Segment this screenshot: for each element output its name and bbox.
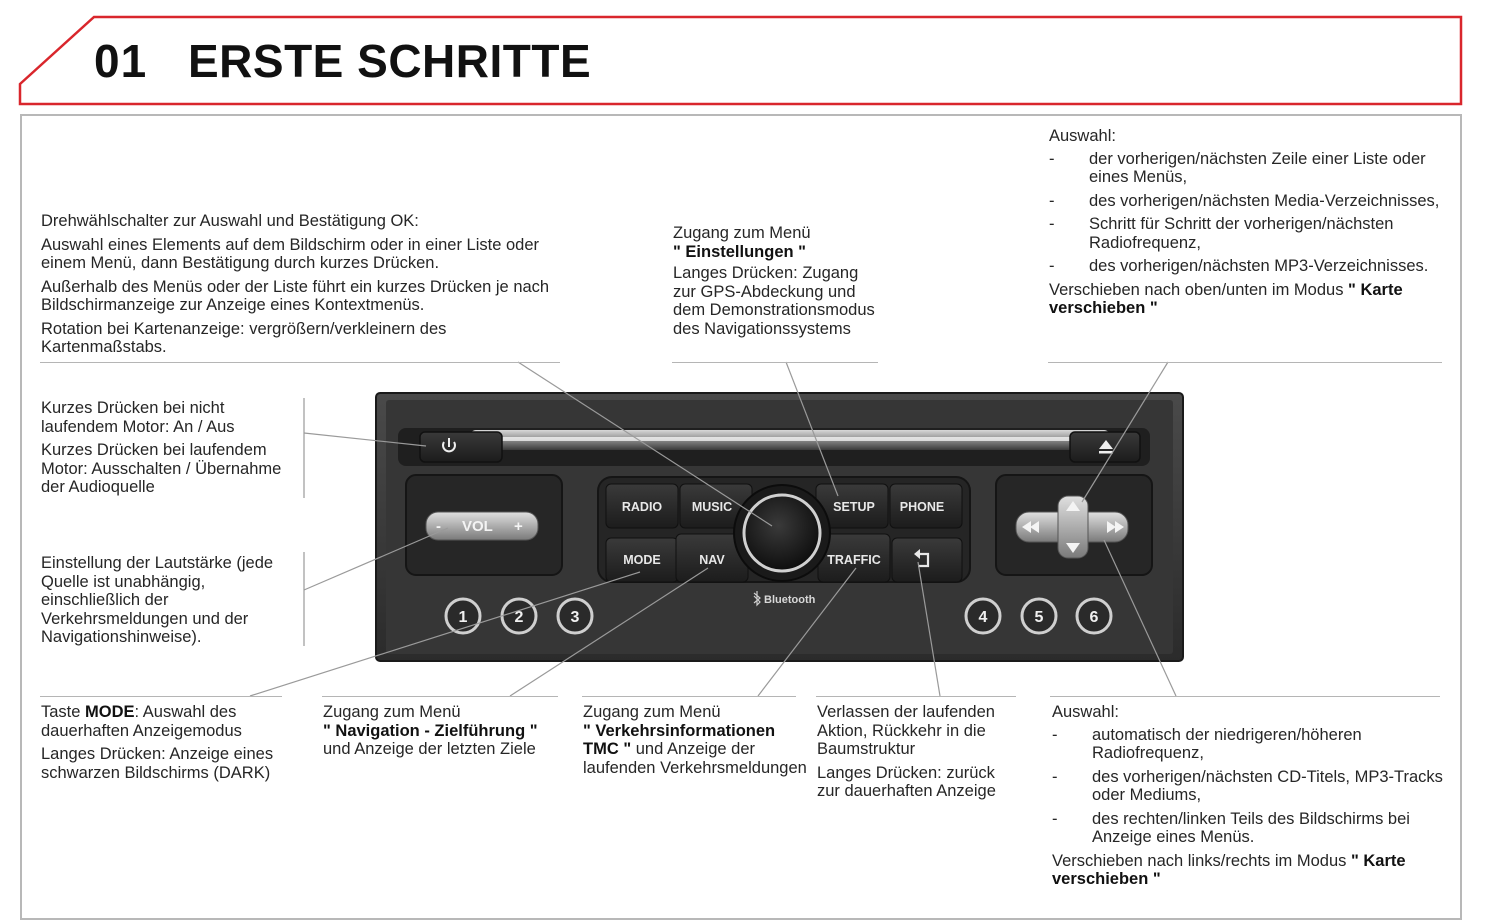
mode-text-1b: MODE bbox=[85, 703, 135, 721]
divider bbox=[582, 696, 796, 697]
list-item: -des rechten/linken Teils des Bildschirm… bbox=[1052, 809, 1410, 847]
dial-text-2: Auswahl eines Elements auf dem Bildschir… bbox=[41, 235, 539, 273]
divider bbox=[672, 362, 878, 363]
traffic-text-1c: und Anzeige der laufenden Verkehrsmeldun… bbox=[583, 740, 807, 777]
callout-power: Kurzes Drücken bei nicht laufendem Motor… bbox=[41, 399, 299, 502]
callout-volume: Einstellung der Lautstärke (jede Quelle … bbox=[41, 554, 291, 652]
traffic-text-1a: Zugang zum Menü bbox=[583, 703, 721, 721]
volume-text-1: Einstellung der Lautstärke (jede Quelle … bbox=[41, 554, 274, 646]
chapter-title: ERSTE SCHRITTE bbox=[188, 35, 592, 87]
dial-text-3: Außerhalb des Menüs oder der Liste führt… bbox=[41, 277, 550, 315]
chapter-number: 01 bbox=[94, 35, 148, 87]
list-item: -des vorherigen/nächsten MP3-Verzeichnis… bbox=[1049, 257, 1429, 275]
callout-traffic: Zugang zum Menü" Verkehrsinformationen T… bbox=[583, 703, 808, 782]
mode-text-2: Langes Drücken: Anzeige eines schwarzen … bbox=[41, 745, 274, 782]
divider bbox=[40, 696, 282, 697]
dial-text-4: Rotation bei Kartenanzeige: vergrößern/v… bbox=[41, 319, 447, 357]
callout-dial: Drehwählschalter zur Auswahl und Bestäti… bbox=[41, 212, 561, 362]
list-item: -Schritt für Schritt der vorherigen/näch… bbox=[1049, 215, 1394, 252]
power-text-1: Kurzes Drücken bei nicht laufendem Motor… bbox=[41, 399, 235, 436]
power-text-2: Kurzes Drücken bei laufendem Motor: Auss… bbox=[41, 441, 282, 496]
arrows-top-footer-a: Verschieben nach oben/unten im Modus bbox=[1049, 280, 1344, 299]
nav-text-1b: " Navigation - Zielführung " bbox=[323, 721, 538, 740]
setup-text-1b: " Einstellungen " bbox=[673, 242, 806, 261]
arrows-side-footer-a: Verschieben nach links/rechts im Modus bbox=[1052, 851, 1347, 870]
arrows-top-footer-b: " Karte verschieben " bbox=[1049, 280, 1403, 318]
arrows-top-title: Auswahl: bbox=[1049, 127, 1116, 145]
setup-text-2: Langes Drücken: Zugang zur GPS-Abdeckung… bbox=[673, 264, 875, 338]
traffic-text-1b: " Verkehrsinformationen TMC " bbox=[583, 721, 776, 759]
divider bbox=[1050, 696, 1440, 697]
mode-text-1c: : Auswahl des dauerhaften Anzeigemodus bbox=[41, 703, 242, 740]
dial-text-1: Drehwählschalter zur Auswahl und Bestäti… bbox=[41, 212, 419, 230]
callout-mode: Taste MODE: Auswahl des dauerhaften Anze… bbox=[41, 703, 291, 787]
divider bbox=[1048, 362, 1442, 363]
callout-arrows-side: Auswahl: -automatisch der niedrigeren/hö… bbox=[1052, 703, 1448, 894]
header-banner bbox=[18, 15, 1463, 106]
divider bbox=[40, 362, 560, 363]
arrows-side-footer-b: " Karte verschieben " bbox=[1052, 851, 1406, 889]
callout-nav: Zugang zum Menü" Navigation - Zielführun… bbox=[323, 703, 568, 764]
setup-text-1a: Zugang zum Menü bbox=[673, 224, 811, 242]
nav-text-1a: Zugang zum Menü bbox=[323, 703, 461, 721]
divider bbox=[816, 696, 1016, 697]
divider bbox=[322, 696, 558, 697]
list-item: -des vorherigen/nächsten CD-Titels, MP3-… bbox=[1052, 767, 1443, 805]
list-item: -der vorherigen/nächsten Zeile einer Lis… bbox=[1049, 149, 1426, 187]
content-frame bbox=[20, 114, 1462, 920]
back-text-2: Langes Drücken: zurück zur dauerhaften A… bbox=[817, 763, 996, 801]
mode-text-1a: Taste bbox=[41, 703, 81, 721]
back-text-1: Verlassen der laufenden Aktion, Rückkehr… bbox=[817, 703, 995, 758]
list-item: -des vorherigen/nächsten Media-Verzeichn… bbox=[1049, 191, 1440, 210]
nav-text-1c: und Anzeige der letzten Ziele bbox=[323, 740, 536, 758]
callout-back: Verlassen der laufenden Aktion, Rückkehr… bbox=[817, 703, 1022, 806]
callout-arrows-top: Auswahl: -der vorherigen/nächsten Zeile … bbox=[1049, 127, 1445, 323]
callout-setup: Zugang zum Menü" Einstellungen " Langes … bbox=[673, 224, 878, 343]
arrows-side-title: Auswahl: bbox=[1052, 703, 1119, 721]
list-item: -automatisch der niedrigeren/höheren Rad… bbox=[1052, 725, 1362, 763]
